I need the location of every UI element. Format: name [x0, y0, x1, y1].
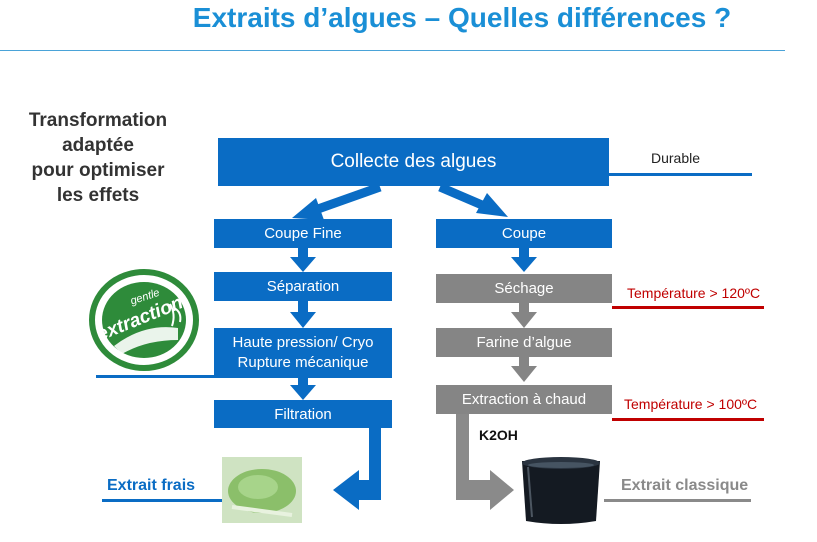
step-separation: Séparation [214, 272, 392, 301]
step-farine: Farine d’algue [436, 328, 612, 357]
durable-underline [609, 173, 752, 176]
side-text-line: Transformation [28, 110, 168, 131]
arrowhead [290, 257, 316, 272]
arrow-shaft [298, 301, 308, 313]
temp-extraction-underline [612, 418, 764, 421]
arrowhead [292, 198, 324, 220]
step-haute-pression: Haute pression/ Cryo Rupture mécanique [214, 328, 392, 378]
step-coupe: Coupe [436, 219, 612, 248]
side-description: Transformation adaptée pour optimiser le… [14, 108, 182, 208]
step-filtration: Filtration [214, 400, 392, 428]
classic-underline [604, 499, 751, 502]
chemical-label: K2OH [479, 427, 518, 443]
output-arrow-right [456, 414, 514, 510]
temp-extraction-label: Température > 100ºC [624, 396, 758, 412]
durable-label: Durable [651, 150, 701, 166]
step-sechage: Séchage [436, 274, 612, 303]
output-label-fresh: Extrait frais [107, 477, 196, 494]
fresh-underline [102, 499, 225, 502]
arrow-shaft [519, 248, 529, 258]
logo-underline [96, 375, 214, 378]
arrow-shaft [298, 378, 308, 386]
output-arrow-left [333, 428, 381, 510]
step-line: Rupture mécanique [237, 354, 369, 371]
diagonal-arrow-right [438, 182, 484, 210]
arrowhead [476, 193, 508, 217]
page-title: Extraits d’algues – Quelles différences … [192, 2, 732, 33]
arrowhead [290, 385, 316, 400]
step-coupe-fine: Coupe Fine [214, 219, 392, 248]
arrow-shaft [519, 303, 529, 313]
side-text-line: pour optimiser [31, 160, 165, 181]
side-text-line: les effets [56, 185, 140, 206]
gentle-extraction-logo: gentle extraction [89, 269, 199, 371]
temp-drying-label: Température > 120ºC [627, 285, 761, 301]
output-label-classic: Extrait classique [621, 477, 749, 494]
fresh-extract-image [222, 457, 302, 523]
side-text-line: adaptée [62, 135, 134, 156]
arrow-shaft [519, 357, 529, 367]
arrowhead [511, 312, 537, 328]
temp-drying-underline [612, 306, 764, 309]
classic-extract-glass [522, 457, 600, 524]
collect-box: Collecte des algues [218, 138, 609, 186]
arrow-shaft [298, 248, 308, 258]
diagonal-arrow-left [316, 182, 382, 214]
step-line: Haute pression/ Cryo [232, 334, 374, 351]
step-extraction-chaud: Extraction à chaud [436, 385, 612, 414]
arrowhead [511, 366, 537, 382]
arrowhead [290, 312, 316, 328]
arrowhead [511, 257, 537, 272]
title-divider [0, 50, 785, 51]
